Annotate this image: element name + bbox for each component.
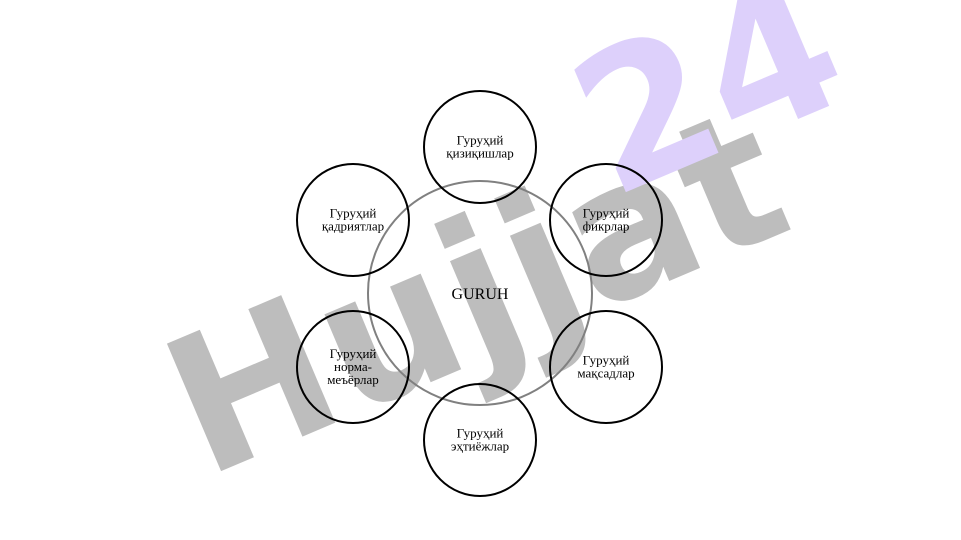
center-group: GURUH bbox=[367, 180, 593, 406]
node-circle bbox=[296, 310, 410, 424]
node-circle bbox=[423, 383, 537, 497]
node-circle bbox=[423, 90, 537, 204]
center-label: GURUH bbox=[452, 286, 509, 303]
node-label-line: Гуруҳий bbox=[457, 426, 504, 441]
node-circle bbox=[549, 163, 663, 277]
center-circle bbox=[367, 180, 593, 406]
node-label-line: Гуруҳий bbox=[457, 133, 504, 148]
node-label-line: эҳтиёжлар bbox=[451, 439, 509, 454]
satellite-nodes: ГуруҳийқизиқишларГуруҳийфикрларГуруҳийма… bbox=[296, 90, 663, 497]
node-label-line: фикрлар bbox=[583, 219, 630, 234]
node-label-line: Гуруҳий bbox=[330, 206, 377, 221]
node-label-line: норма- bbox=[334, 359, 372, 374]
node-label-line: Гуруҳий bbox=[330, 346, 377, 361]
node-label-line: қизиқишлар bbox=[446, 146, 513, 161]
node-label-line: Гуруҳий bbox=[583, 353, 630, 368]
node-label-line: қадриятлар bbox=[322, 219, 384, 234]
node-circle bbox=[296, 163, 410, 277]
node-label-line: мақсадлар bbox=[577, 366, 634, 381]
node-label-line: меъёрлар bbox=[327, 372, 379, 387]
node-label-line: Гуруҳий bbox=[583, 206, 630, 221]
node-circle bbox=[549, 310, 663, 424]
